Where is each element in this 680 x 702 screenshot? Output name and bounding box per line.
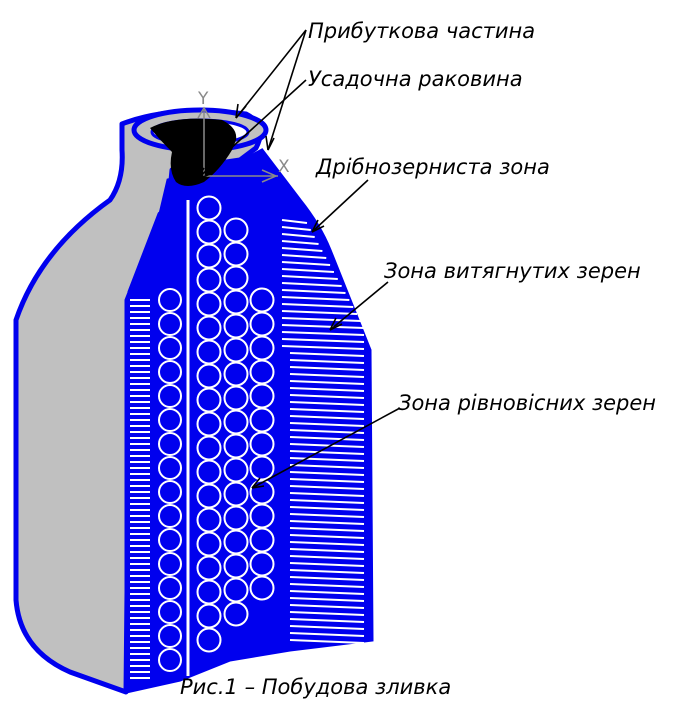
grain-circle <box>225 435 248 458</box>
grain-circle <box>198 605 221 628</box>
grain-circle <box>251 289 274 312</box>
grain-circle <box>225 483 248 506</box>
grain-circle <box>225 219 248 242</box>
grain-circle <box>251 529 274 552</box>
axis-x-label: X <box>278 157 290 177</box>
grain-circle <box>159 361 181 383</box>
grain-circle <box>159 337 181 359</box>
grain-circle <box>198 365 221 388</box>
grain-circle <box>198 629 221 652</box>
label-elongated-grain-zone: Зона витягнутих зерен <box>384 259 641 283</box>
grain-circle <box>251 385 274 408</box>
grain-circle <box>159 553 181 575</box>
grain-circle <box>198 293 221 316</box>
grain-circle <box>198 413 221 436</box>
grain-circle <box>225 579 248 602</box>
grain-circle <box>198 557 221 580</box>
grain-circle <box>198 485 221 508</box>
grain-circle <box>159 409 181 431</box>
grain-circle <box>251 505 274 528</box>
grain-circle <box>251 361 274 384</box>
grain-circle <box>198 269 221 292</box>
grain-circle <box>251 409 274 432</box>
grain-circle <box>198 197 221 220</box>
figure-caption: Рис.1 – Побудова зливка <box>180 675 451 699</box>
grain-circle <box>159 385 181 407</box>
grain-circle <box>159 433 181 455</box>
grain-circle <box>159 529 181 551</box>
grain-circle <box>198 245 221 268</box>
grain-circle <box>198 461 221 484</box>
grain-circle <box>159 577 181 599</box>
label-fine-grain-zone: Дрібнозерниста зона <box>315 155 550 179</box>
grain-circle <box>198 509 221 532</box>
grain-circle <box>225 267 248 290</box>
grain-circle <box>225 315 248 338</box>
grain-circle <box>251 553 274 576</box>
label-riser: Прибуткова частина <box>308 19 535 43</box>
grain-circle <box>198 341 221 364</box>
label-equiaxed-grain-zone: Зона рівновісних зерен <box>398 391 656 415</box>
grain-circle <box>198 221 221 244</box>
grain-circle <box>225 459 248 482</box>
grain-circle <box>198 437 221 460</box>
grain-circle <box>225 363 248 386</box>
grain-circle <box>225 339 248 362</box>
grain-circle <box>251 457 274 480</box>
grain-circle <box>159 313 181 335</box>
grain-circle <box>198 533 221 556</box>
grain-circle <box>251 577 274 600</box>
grain-circle <box>225 507 248 530</box>
grain-circle <box>225 603 248 626</box>
grain-circle <box>159 457 181 479</box>
grain-circle <box>225 387 248 410</box>
grain-circle <box>251 433 274 456</box>
grain-circle <box>225 555 248 578</box>
grain-circle <box>251 481 274 504</box>
grain-circle <box>159 601 181 623</box>
grain-circle <box>225 531 248 554</box>
grain-circle <box>225 411 248 434</box>
grain-circle <box>251 337 274 360</box>
grain-circle <box>225 291 248 314</box>
grain-circle <box>159 649 181 671</box>
grain-circle <box>159 505 181 527</box>
grain-circle <box>159 625 181 647</box>
grain-circle <box>159 481 181 503</box>
grain-circle <box>198 317 221 340</box>
grain-circle <box>198 581 221 604</box>
axis-y-label: Y <box>197 89 209 109</box>
label-shrinkage-cavity: Усадочна раковина <box>308 67 523 91</box>
grain-circle <box>225 243 248 266</box>
grain-circle <box>159 289 181 311</box>
grain-circle <box>251 313 274 336</box>
grain-circle <box>198 389 221 412</box>
